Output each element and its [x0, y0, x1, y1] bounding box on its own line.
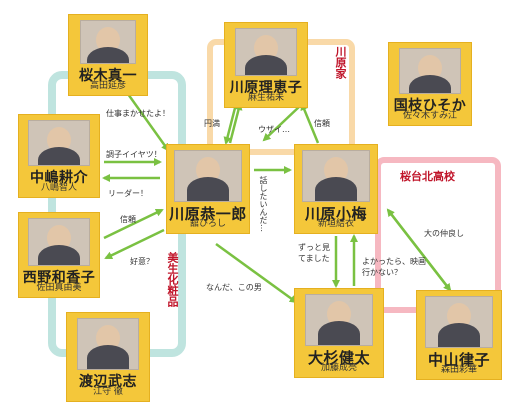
portrait-image: [302, 150, 370, 202]
arrow-sakuragi-kyoichiro: [126, 93, 170, 152]
card-kawahara-kyoichiro[interactable]: 川原恭一郎 舘ひろし: [166, 144, 250, 234]
relation-label: ずっと見てました: [298, 243, 330, 263]
arrow-kyoichiro-nishino: [104, 228, 165, 260]
role-name: 中嶋耕介: [30, 170, 88, 186]
portrait-image: [174, 150, 242, 202]
actor-name: 佐々木すみ江: [402, 111, 457, 121]
arrow-kyoichiro-osugi: [215, 242, 298, 304]
actor-name: 佐田真由美: [36, 283, 82, 293]
role-name: 中山律子: [427, 351, 490, 369]
relation-label: 話したいんだ…: [259, 176, 268, 232]
group-title-sakuradai: 桜台北高校: [400, 170, 455, 183]
actor-name: 江守 徹: [93, 387, 123, 397]
card-kawahara-rieko[interactable]: 川原理恵子 麻生祐未: [224, 22, 308, 108]
portrait-image: [28, 120, 90, 166]
card-nishino[interactable]: 西野和香子 佐田真由美: [18, 212, 100, 298]
group-title-bisei: 美生化粧品: [166, 252, 179, 307]
card-sakuragi[interactable]: 桜木真一 高田延彦: [68, 14, 148, 96]
card-watanabe[interactable]: 渡辺武志 江守 徹: [66, 312, 150, 402]
relation-label: 調子イイヤツ！: [106, 150, 162, 159]
role-name: 川原理恵子: [229, 80, 303, 96]
card-nakayama[interactable]: 中山律子 森田彩華: [416, 290, 502, 380]
card-kunieda[interactable]: 国枝ひそか 佐々木すみ江: [388, 42, 472, 126]
arrow-kyoichiro-rieko: [228, 102, 243, 144]
role-name: 川原恭一郎: [169, 205, 247, 223]
card-osugi[interactable]: 大杉健太 加藤成亮: [294, 288, 384, 378]
actor-name: 舘ひろし: [189, 219, 226, 229]
relation-label: 大の仲良し: [424, 229, 464, 238]
card-nakajima[interactable]: 中嶋耕介 八嶋智人: [18, 114, 100, 198]
relation-label: 信頼: [120, 215, 136, 224]
portrait-image: [80, 20, 136, 64]
arrow-nakayama-koume: [386, 208, 451, 291]
role-name: 西野和香子: [22, 270, 96, 286]
portrait-image: [77, 318, 139, 370]
actor-name: 麻生祐未: [247, 93, 284, 103]
portrait-image: [425, 296, 493, 348]
relation-label: 円満: [204, 119, 220, 128]
role-name: 渡辺武志: [79, 374, 137, 390]
portrait-image: [305, 294, 373, 346]
role-name: 国枝ひそか: [393, 98, 467, 114]
portrait-image: [235, 28, 297, 76]
relation-label: 信頼: [314, 119, 330, 128]
card-kawahara-koume[interactable]: 川原小梅 新垣結衣: [294, 144, 378, 234]
role-name: 川原小梅: [304, 205, 367, 223]
relation-label: ウザイ…: [258, 125, 290, 134]
relation-label: リーダー！: [108, 189, 148, 198]
role-name: 大杉健太: [307, 349, 370, 367]
relation-label: なんだ、この男: [206, 283, 262, 292]
portrait-image: [28, 218, 90, 266]
group-title-kawahara: 川原家: [334, 46, 347, 79]
role-name: 桜木真一: [79, 68, 137, 84]
relation-label: 仕事まかせたよ！: [106, 109, 170, 118]
actor-name: 森田彩華: [440, 365, 477, 375]
arrow-rieko-kyoichiro: [223, 103, 238, 145]
portrait-image: [399, 48, 461, 94]
arrow-nishino-kyoichiro: [103, 208, 164, 240]
arrow-koume-rieko: [300, 102, 320, 144]
actor-name: 高田延彦: [89, 81, 126, 91]
arrow-rieko-koume: [262, 105, 301, 142]
relation-label: よかったら、映画行かない？: [362, 257, 426, 277]
relation-label: 好意？: [130, 257, 154, 266]
actor-name: 新垣結衣: [317, 219, 354, 229]
actor-name: 加藤成亮: [320, 363, 357, 373]
actor-name: 八嶋智人: [40, 183, 77, 193]
